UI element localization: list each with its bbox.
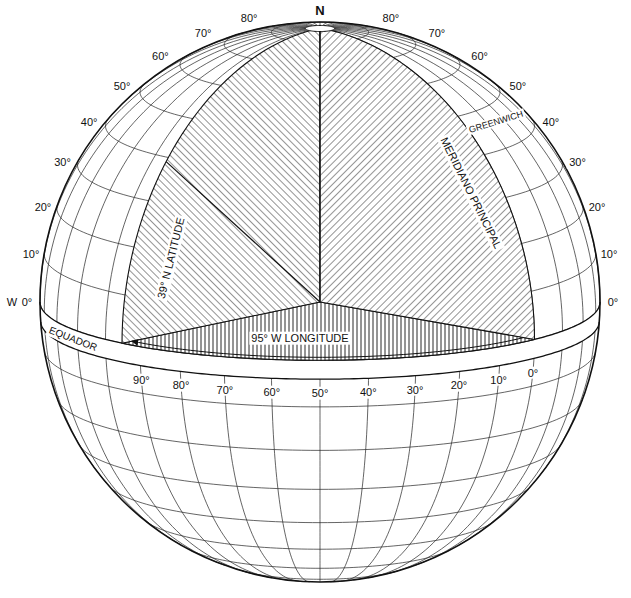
latitude-number: 70° xyxy=(427,27,448,40)
latitude-number: 70° xyxy=(193,27,214,40)
latitude-number: 50° xyxy=(508,80,529,93)
north-pole xyxy=(305,25,334,31)
latitude-number: 50° xyxy=(112,80,133,93)
latitude-number: 20° xyxy=(33,200,54,213)
latitude-number: 30° xyxy=(567,156,588,169)
longitude-number: 40° xyxy=(358,386,379,399)
latitude-number: 30° xyxy=(52,156,73,169)
globe-outline xyxy=(40,22,600,582)
plane-label: 95° W LONGITUDE xyxy=(249,332,350,345)
longitude-number: 70° xyxy=(215,383,236,396)
globe-drawing xyxy=(40,22,600,582)
longitude-number: 50° xyxy=(310,387,331,400)
latitude-number: 0° xyxy=(606,296,621,309)
longitude-number: 80° xyxy=(171,379,192,392)
longitude-number: 30° xyxy=(405,383,426,396)
longitude-number: 10° xyxy=(488,373,509,386)
latitude-number: 40° xyxy=(541,115,562,128)
latitude-number: 60° xyxy=(150,50,171,63)
equator-name: EQUADOR xyxy=(45,324,100,355)
longitude-number: 0° xyxy=(526,366,541,379)
latitude-number: 10° xyxy=(599,247,620,260)
plane-label: 39° N LATITUDE xyxy=(154,214,187,302)
latitude-number: 20° xyxy=(587,200,608,213)
longitude-number: 90° xyxy=(131,373,152,386)
graticule xyxy=(40,22,600,582)
compass-letter: N xyxy=(313,4,326,19)
longitude-number: 20° xyxy=(449,379,470,392)
prime-meridian-plane xyxy=(320,28,534,339)
meridian-plane xyxy=(122,28,320,343)
radius-line xyxy=(166,162,320,302)
latitude-number: 0° xyxy=(20,296,35,309)
latitude-number: 60° xyxy=(469,50,490,63)
longitude-number: 60° xyxy=(261,386,282,399)
latitude-number: 80° xyxy=(381,11,402,24)
latitude-number: 10° xyxy=(21,247,42,260)
compass-letter: W xyxy=(5,296,19,309)
latitude-number: 80° xyxy=(239,11,260,24)
meridian-name: GREENWICH xyxy=(466,108,526,136)
radius-line xyxy=(319,28,320,302)
latitude-number: 40° xyxy=(79,115,100,128)
plane-label: MERIDIANO PRINCIPAL xyxy=(437,134,505,253)
